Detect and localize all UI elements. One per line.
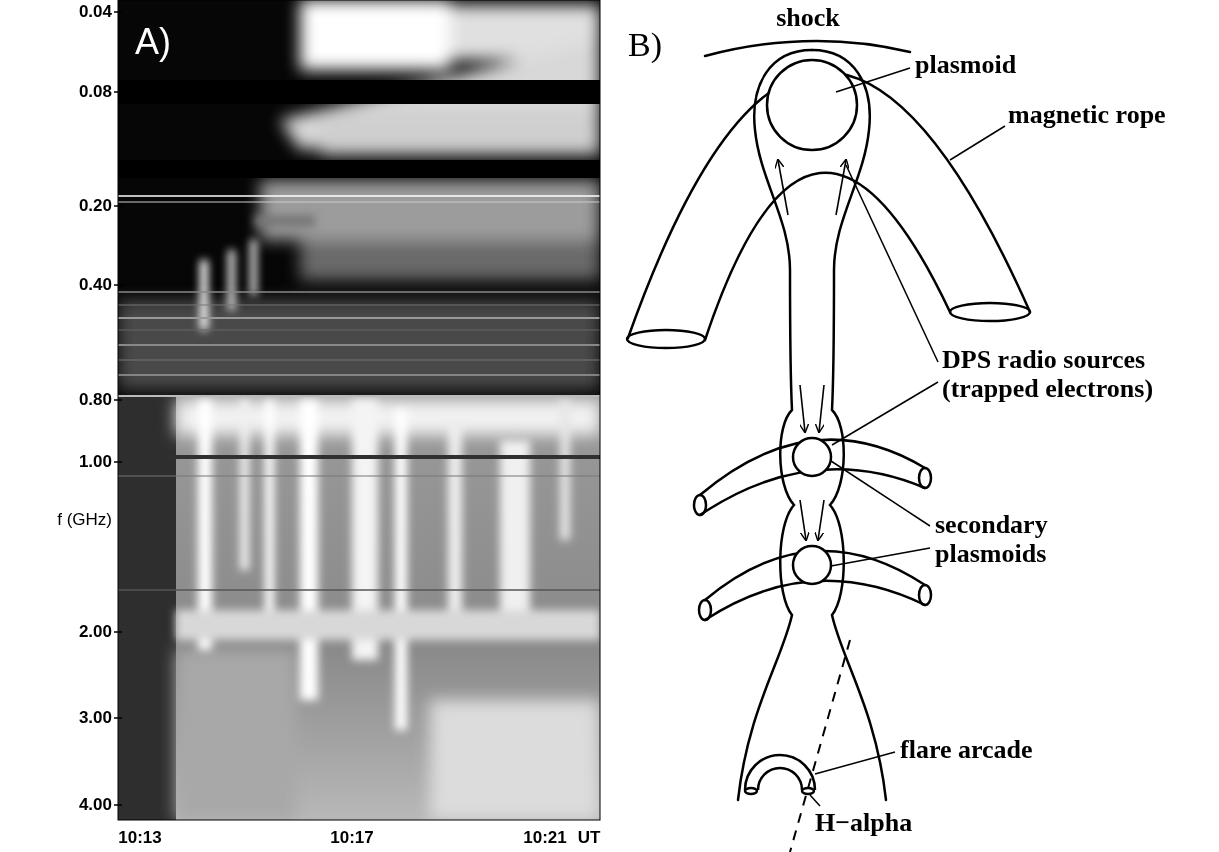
- annotation-label: secondary plasmoids: [935, 510, 1085, 568]
- axis-tick-label: 0.40: [79, 275, 112, 294]
- axis-tick-label: 3.00: [79, 708, 112, 727]
- annotation-label: H−alpha: [815, 808, 912, 837]
- time-label: 10:13: [118, 828, 161, 847]
- annotation-label: magnetic rope: [1008, 100, 1166, 129]
- axis-tick-label: 0.04: [79, 2, 112, 21]
- axis-tick-label: 0.80: [79, 390, 112, 409]
- time-label: UT: [578, 828, 601, 847]
- annotation-label: DPS radio sources (trapped electrons): [942, 345, 1197, 403]
- panel-label: A): [135, 22, 171, 62]
- annotation-label: plasmoid: [915, 50, 1016, 79]
- axis-title: f (GHz): [57, 510, 112, 529]
- annotation-label: flare arcade: [900, 735, 1033, 764]
- panel-label: B): [628, 26, 662, 64]
- axis-tick-label: 4.00: [79, 795, 112, 814]
- axis-tick-label: 2.00: [79, 622, 112, 641]
- time-label: 10:17: [330, 828, 373, 847]
- time-label: 10:21: [523, 828, 566, 847]
- axis-tick-label: 0.08: [79, 82, 112, 101]
- axis-tick-label: 1.00: [79, 452, 112, 471]
- axis-tick-label: 0.20: [79, 196, 112, 215]
- annotation-label: shock: [776, 3, 840, 32]
